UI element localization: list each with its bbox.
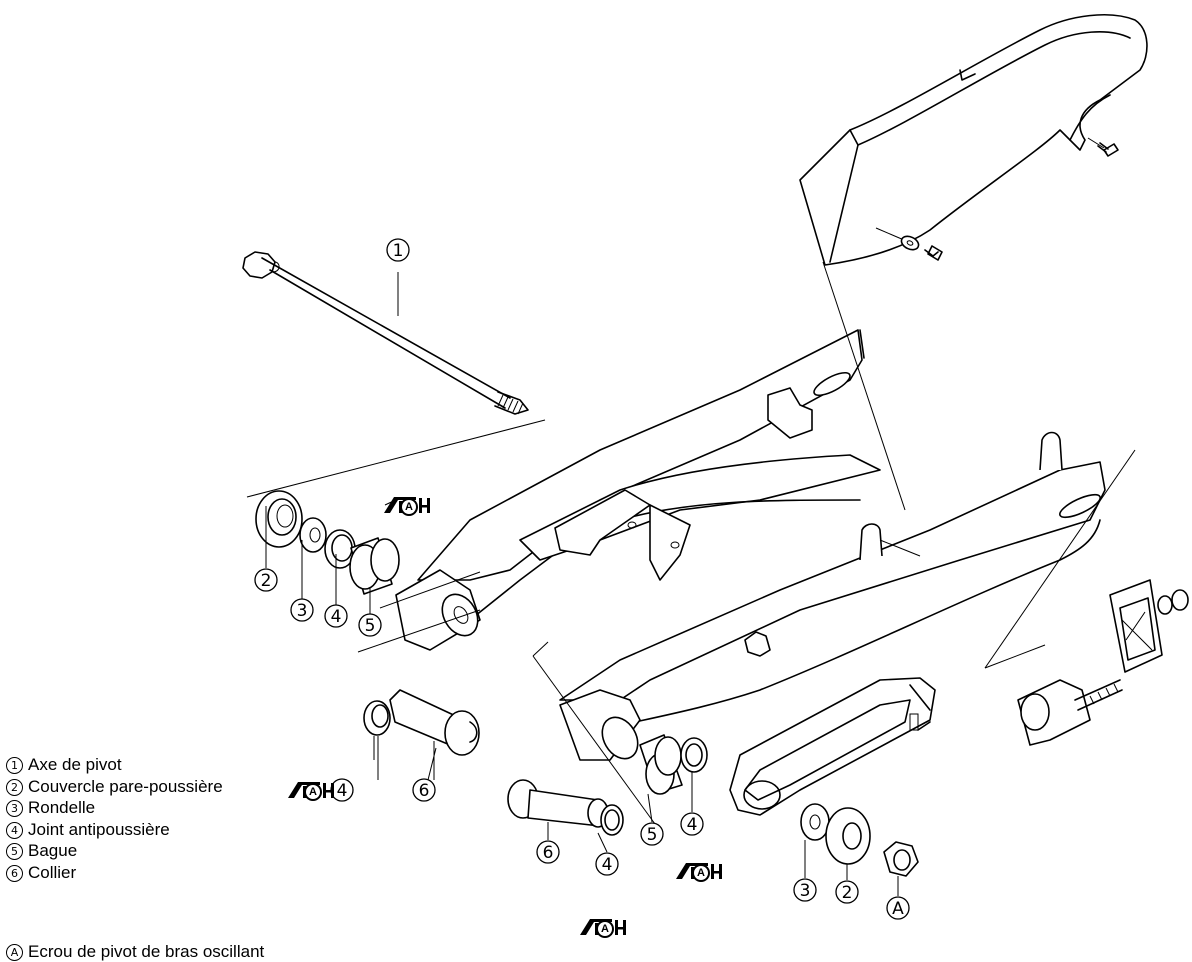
- callout-3-right: 3: [793, 878, 817, 902]
- callout-4-left-lower: 4: [330, 778, 354, 802]
- callout-A-nut: A: [886, 896, 910, 920]
- legend-number: 3: [6, 800, 23, 817]
- svg-text:3: 3: [297, 601, 308, 621]
- svg-text:4: 4: [602, 855, 613, 875]
- legend-note: A Ecrou de pivot de bras oscillant: [6, 942, 264, 962]
- svg-text:2: 2: [842, 883, 853, 903]
- washer-right: [800, 803, 830, 841]
- collar-right: [507, 779, 609, 828]
- legend-label: Bague: [28, 841, 78, 860]
- callout-4-left-upper: 4: [324, 604, 348, 628]
- callout-5-left: 5: [358, 613, 382, 637]
- grease-icon-bottom: A: [579, 918, 627, 938]
- svg-text:6: 6: [419, 781, 430, 801]
- callout-6-left: 6: [412, 778, 436, 802]
- callout-1-pivot-shaft: 1: [386, 238, 410, 262]
- legend-number: 5: [6, 843, 23, 860]
- legend-number: 2: [6, 778, 23, 796]
- pivot-shaft: [242, 251, 529, 415]
- bush-left: [349, 537, 400, 595]
- svg-text:5: 5: [647, 825, 658, 845]
- swingarm: [395, 329, 1106, 761]
- svg-text:6: 6: [543, 843, 554, 863]
- legend-label: Joint antipoussière: [28, 819, 170, 839]
- svg-text:1: 1: [393, 241, 404, 261]
- svg-text:4: 4: [331, 607, 342, 627]
- legend-note-label: Ecrou de pivot de bras oscillant: [28, 942, 265, 961]
- svg-text:A: A: [892, 899, 904, 919]
- chain-slider: [729, 677, 936, 816]
- legend-item: 6 Collier: [6, 862, 223, 884]
- callout-4-right-upper: 4: [680, 812, 704, 836]
- chain-adjuster: [1017, 579, 1189, 746]
- svg-text:2: 2: [261, 571, 272, 591]
- callout-5-right: 5: [640, 822, 664, 846]
- dust-cover-left: [255, 490, 303, 548]
- dust-seal-right: [680, 737, 708, 773]
- legend-item: 2 Couvercle pare-poussière: [6, 776, 223, 798]
- legend-item: 4 Joint antipoussière: [6, 819, 223, 841]
- grease-icon-right: A: [675, 862, 723, 882]
- legend-item: 1 Axe de pivot: [6, 754, 223, 776]
- washer-left: [299, 517, 327, 553]
- svg-text:4: 4: [337, 781, 348, 801]
- callout-2-left: 2: [254, 568, 278, 592]
- dust-seal-right-lower: [600, 804, 624, 836]
- svg-text:4: 4: [687, 815, 698, 835]
- legend-label: Couvercle pare-poussière: [28, 776, 223, 796]
- legend-number: 4: [6, 821, 23, 839]
- collar-left: [389, 689, 480, 756]
- chain-guard-screw-lower: [924, 245, 943, 261]
- chain-guard-washer: [875, 227, 920, 251]
- leader-lines: [246, 261, 1136, 896]
- svg-text:A: A: [309, 786, 317, 798]
- legend-label: Rondelle: [28, 798, 96, 817]
- svg-text:A: A: [405, 501, 413, 513]
- grease-icon-top: A: [383, 496, 431, 516]
- legend-label: Collier: [28, 862, 77, 882]
- callout-6-right: 6: [536, 840, 560, 864]
- callout-2-right: 2: [835, 880, 859, 904]
- pivot-nut: [883, 841, 919, 877]
- legend-item: 3 Rondelle: [6, 797, 223, 819]
- svg-text:3: 3: [800, 881, 811, 901]
- legend-note-letter: A: [6, 944, 23, 961]
- grease-icon-left: A: [287, 781, 335, 801]
- svg-text:A: A: [601, 923, 609, 935]
- svg-text:A: A: [697, 867, 705, 879]
- legend-number: 1: [6, 757, 23, 774]
- chain-guard-screw-upper: [1087, 137, 1119, 157]
- legend-label: Axe de pivot: [28, 755, 122, 774]
- callout-4-right-lower: 4: [595, 852, 619, 876]
- dust-cover-right: [825, 807, 871, 865]
- legend-item: 5 Bague: [6, 840, 223, 862]
- dust-seal-lower-left: [363, 700, 391, 736]
- legend-number: 6: [6, 864, 23, 882]
- bush-right: [639, 734, 683, 795]
- svg-text:5: 5: [365, 616, 376, 636]
- chain-guard: [799, 14, 1148, 266]
- callout-3-left: 3: [290, 598, 314, 622]
